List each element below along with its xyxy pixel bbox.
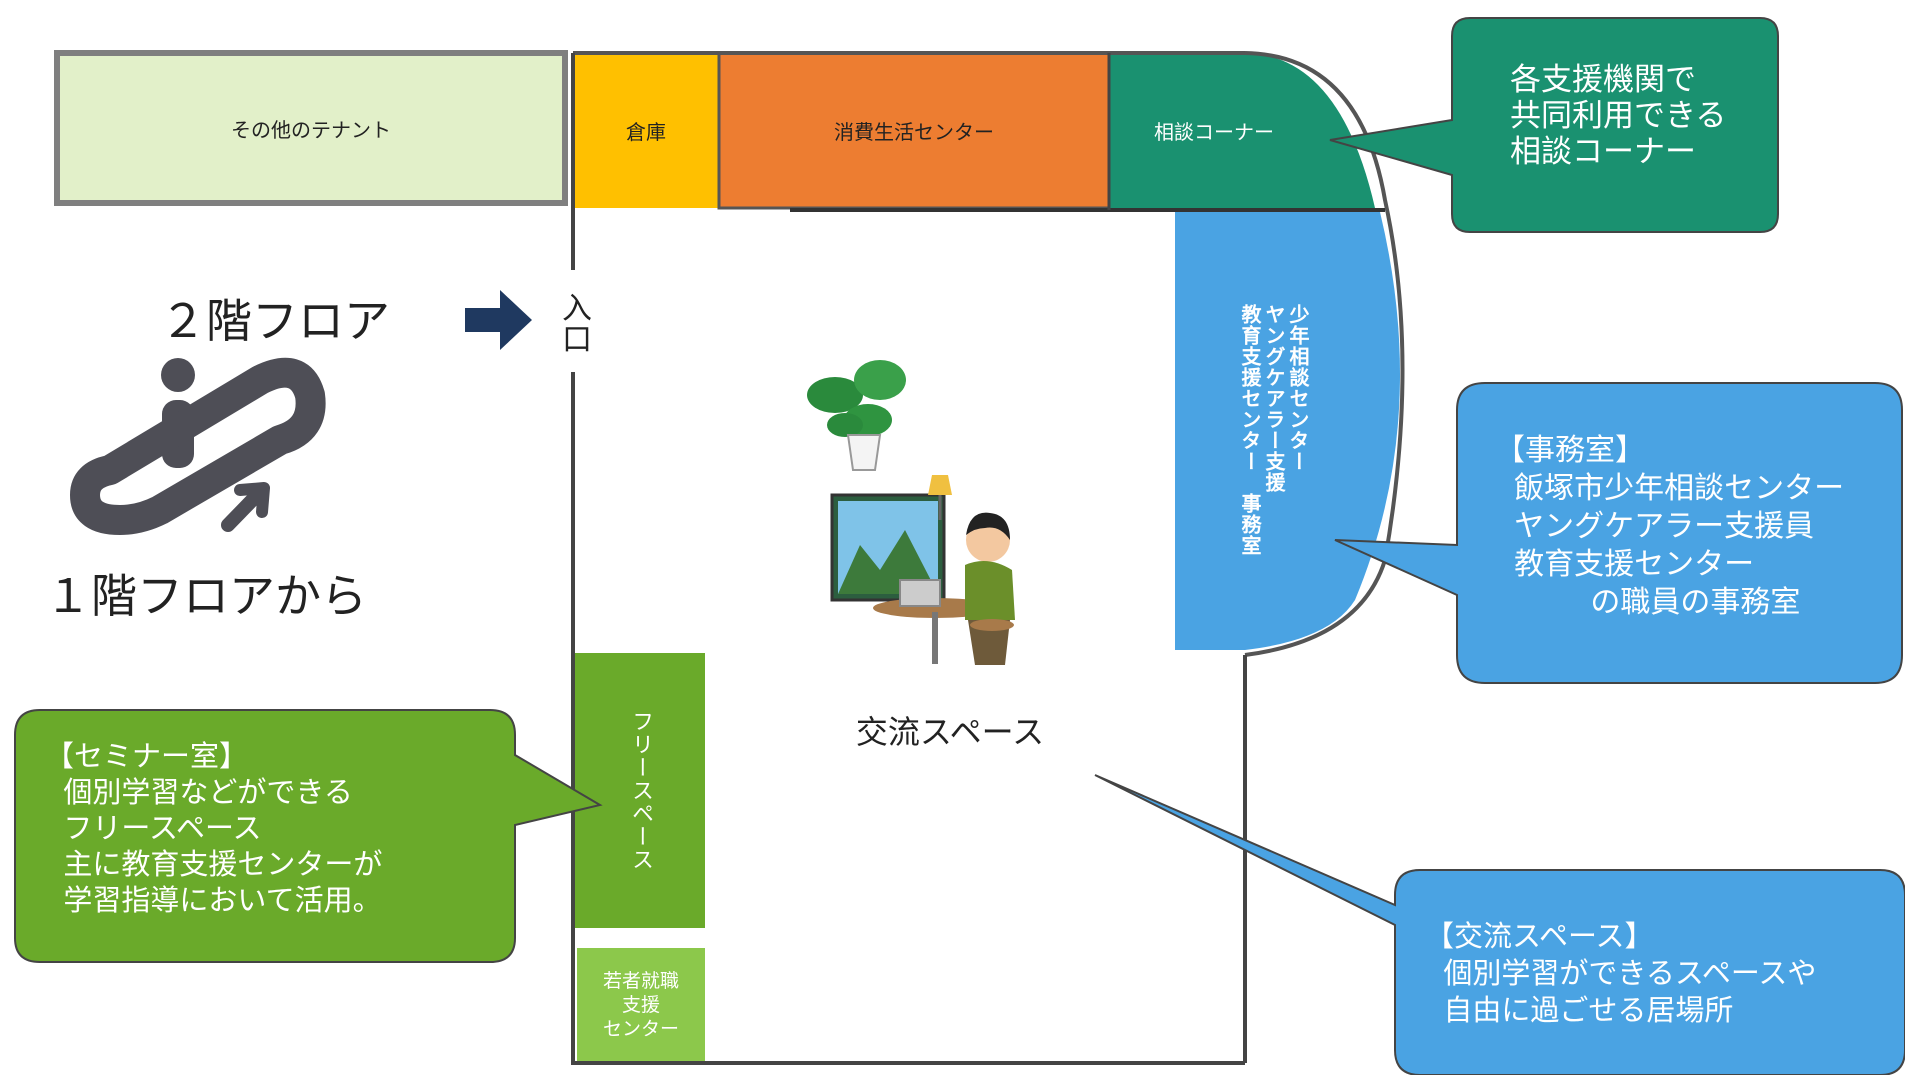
exchange-callout-text: 【交流スペース】 個別学習ができるスペースや 自由に過ごせる居場所 bbox=[1425, 919, 1817, 1027]
consult-corner-label: 相談コーナー bbox=[1154, 120, 1274, 144]
free-space-label: フリースペース bbox=[628, 710, 653, 871]
office-callout-shape bbox=[1334, 382, 1903, 684]
office-label: 少年相談センター ヤングケアラー支援 教育支援センター 事務室 bbox=[1238, 304, 1310, 556]
consult-callout-text: 各支援機関で 共同利用できる 相談コーナー bbox=[1510, 62, 1727, 170]
floor-2-label: ２階フロア bbox=[160, 294, 390, 348]
entrance-label: 入口 bbox=[556, 292, 591, 354]
consumer-center-label: 消費生活センター bbox=[834, 120, 994, 144]
other-tenant-label: その他のテナント bbox=[231, 117, 391, 142]
plant-icon bbox=[807, 360, 906, 471]
other-tenant-block bbox=[54, 50, 568, 206]
entrance-arrow-icon bbox=[465, 290, 532, 350]
seminar-callout-text: 【セミナー室】 個別学習などができる フリースペース 主に教育支援センターが 学… bbox=[45, 739, 383, 917]
youth-center-block bbox=[577, 948, 705, 1061]
storage-label: 倉庫 bbox=[626, 120, 666, 144]
consult-corner-block bbox=[1109, 53, 1375, 208]
exchange-space-label: 交流スペース bbox=[855, 713, 1045, 751]
youth-center-label: 若者就職 支援 センター bbox=[602, 969, 679, 1040]
consult-callout-shape bbox=[1329, 17, 1779, 233]
escalator-icon bbox=[70, 357, 326, 535]
person-working-illustration bbox=[830, 475, 1015, 665]
storage-block bbox=[573, 53, 719, 208]
free-space-block bbox=[575, 653, 705, 928]
seminar-callout-shape bbox=[14, 709, 603, 963]
floor-1-label: １階フロアから bbox=[45, 569, 367, 623]
office-callout-text: 【事務室】 飯塚市少年相談センター ヤングケアラー支援員 教育支援センター の職… bbox=[1495, 433, 1845, 620]
